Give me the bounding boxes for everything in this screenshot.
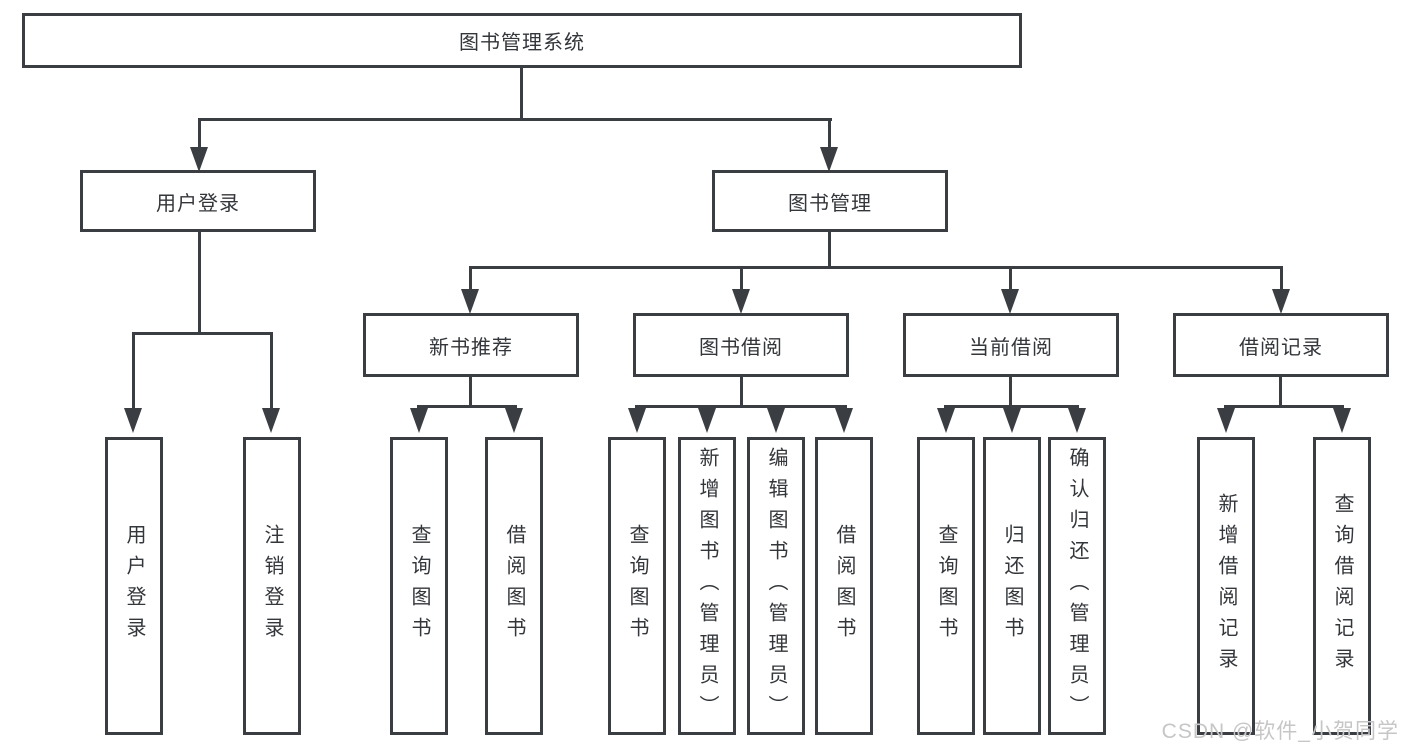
leaf-label: 借阅图书 <box>503 524 525 648</box>
connector-book-mgmt-vline <box>828 232 831 268</box>
connector-root-vline <box>520 68 523 120</box>
arrow-down-icon <box>820 147 838 172</box>
leaf-label: 查询图书 <box>935 524 957 648</box>
connector-hline <box>944 405 1079 408</box>
node-new-book-recommendation: 新书推荐 <box>363 313 579 377</box>
connector-hline <box>1224 405 1344 408</box>
connector-stub <box>1009 377 1012 407</box>
connector-stub <box>740 377 743 407</box>
arrow-down-icon <box>628 408 646 433</box>
node-library-management-system: 图书管理系统 <box>22 13 1022 68</box>
leaf-query-books: 查询图书 <box>608 437 666 735</box>
arrow-down-icon <box>767 408 785 433</box>
node-borrow-records: 借阅记录 <box>1173 313 1389 377</box>
arrow-down-icon <box>1333 408 1351 433</box>
node-label: 图书管理系统 <box>459 32 585 54</box>
arrow-down-icon <box>937 408 955 433</box>
arrow-down-icon <box>505 408 523 433</box>
leaf-query-books: 查询图书 <box>917 437 975 735</box>
leaf-user-login: 用户登录 <box>105 437 163 735</box>
leaf-label: 借阅图书 <box>833 524 855 648</box>
leaf-label: 查询图书 <box>408 524 430 648</box>
connector-stub <box>1280 269 1283 291</box>
node-label: 用户登录 <box>156 192 240 215</box>
csdn-watermark: CSDN @软件_小贺同学 <box>1161 720 1399 743</box>
arrow-down-icon <box>1001 289 1019 314</box>
node-book-management: 图书管理 <box>712 170 948 232</box>
arrow-down-icon <box>732 289 750 314</box>
leaf-label: 用户登录 <box>123 524 145 648</box>
arrow-down-icon <box>1272 289 1290 314</box>
leaf-query-books: 查询图书 <box>390 437 448 735</box>
arrow-down-icon <box>698 408 716 433</box>
node-user-login: 用户登录 <box>80 170 316 232</box>
connector-user-login-hline <box>132 332 273 335</box>
connector-user-login-vline <box>198 232 201 334</box>
node-label: 图书管理 <box>788 192 872 215</box>
arrow-down-icon <box>124 408 142 433</box>
connector-stub <box>270 335 273 409</box>
connector-hline <box>417 405 517 408</box>
leaf-label: 确认归还（管理员） <box>1066 446 1088 726</box>
connector-stub <box>132 335 135 409</box>
leaf-label: 编辑图书（管理员） <box>765 446 787 726</box>
connector-stub <box>469 377 472 407</box>
node-book-borrowing: 图书借阅 <box>633 313 849 377</box>
node-label: 借阅记录 <box>1239 336 1323 359</box>
leaf-borrow-books: 借阅图书 <box>815 437 873 735</box>
connector-level3-hline <box>469 266 1283 269</box>
arrow-down-icon <box>835 408 853 433</box>
leaf-add-books-admin: 新增图书（管理员） <box>678 437 736 735</box>
connector-stub <box>740 269 743 291</box>
leaf-borrow-books: 借阅图书 <box>485 437 543 735</box>
node-label: 当前借阅 <box>969 336 1053 359</box>
leaf-add-borrow-record: 新增借阅记录 <box>1197 437 1255 735</box>
connector-user-login-stub <box>198 121 201 149</box>
node-label: 图书借阅 <box>699 336 783 359</box>
node-label: 新书推荐 <box>429 336 513 359</box>
leaf-logout: 注销登录 <box>243 437 301 735</box>
leaf-label: 新增借阅记录 <box>1215 493 1237 679</box>
leaf-confirm-return-admin: 确认归还（管理员） <box>1048 437 1106 735</box>
connector-stub <box>1009 269 1012 291</box>
arrow-down-icon <box>1217 408 1235 433</box>
connector-hline <box>635 405 847 408</box>
arrow-down-icon <box>1068 408 1086 433</box>
node-current-borrowing: 当前借阅 <box>903 313 1119 377</box>
leaf-label: 注销登录 <box>261 524 283 648</box>
leaf-label: 查询借阅记录 <box>1331 493 1353 679</box>
leaf-query-borrow-record: 查询借阅记录 <box>1313 437 1371 735</box>
connector-stub <box>1279 377 1282 407</box>
leaf-label: 归还图书 <box>1001 524 1023 648</box>
connector-level2-hline <box>198 118 832 121</box>
arrow-down-icon <box>1003 408 1021 433</box>
leaf-return-books: 归还图书 <box>983 437 1041 735</box>
leaf-label: 查询图书 <box>626 524 648 648</box>
leaf-label: 新增图书（管理员） <box>696 446 718 726</box>
leaf-edit-books-admin: 编辑图书（管理员） <box>747 437 805 735</box>
arrow-down-icon <box>410 408 428 433</box>
connector-stub <box>469 269 472 291</box>
connector-book-mgmt-stub <box>828 121 831 149</box>
arrow-down-icon <box>461 289 479 314</box>
arrow-down-icon <box>190 147 208 172</box>
arrow-down-icon <box>262 408 280 433</box>
